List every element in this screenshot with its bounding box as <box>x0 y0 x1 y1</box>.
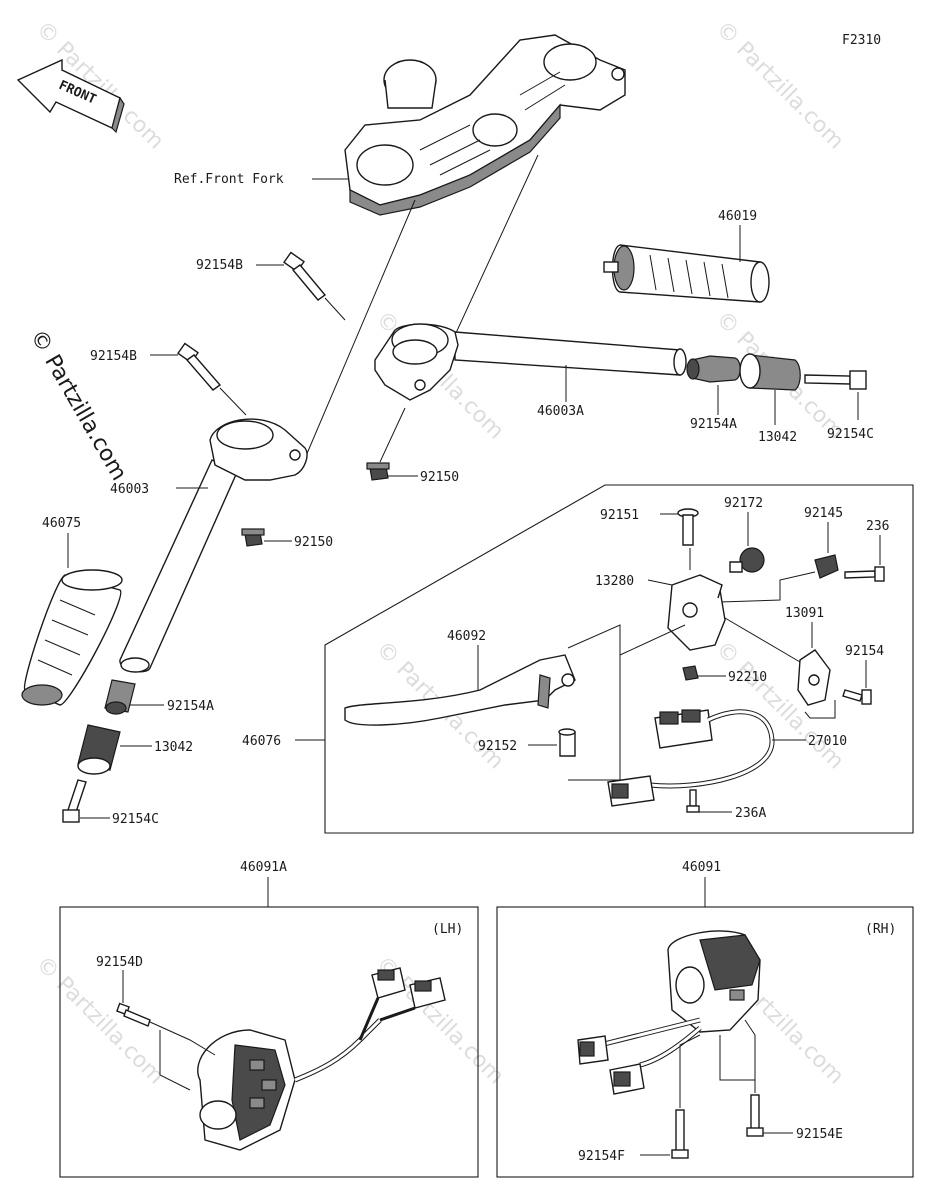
left-grip <box>21 569 123 706</box>
part-92154a-right: 92154A <box>690 417 737 432</box>
part-46092: 46092 <box>447 629 486 644</box>
part-13042-left: 13042 <box>154 740 193 755</box>
bolt-92154b-top <box>283 251 327 301</box>
part-92150-center: 92150 <box>420 470 459 485</box>
part-13280: 13280 <box>595 574 634 589</box>
figure-code: F2310 <box>842 33 881 48</box>
part-92152: 92152 <box>478 739 517 754</box>
bar-end-weight-inner-right <box>686 355 741 383</box>
part-92154: 92154 <box>845 644 884 659</box>
right-grip <box>603 244 770 303</box>
part-92145: 92145 <box>804 506 843 521</box>
part-46075: 46075 <box>42 516 81 531</box>
part-46003a: 46003A <box>537 404 584 419</box>
part-92154c-right: 92154C <box>827 427 874 442</box>
bar-end-weight-left <box>77 724 121 775</box>
part-13091: 13091 <box>785 606 824 621</box>
clutch-lever-46092 <box>344 654 576 726</box>
bolt-92154c-left <box>62 779 87 823</box>
part-46091: 46091 <box>682 860 721 875</box>
part-92154b-top: 92154B <box>196 258 243 273</box>
right-clip-on-bar <box>374 323 687 401</box>
screw-236 <box>844 566 885 582</box>
screw-92154d <box>116 1002 151 1027</box>
bolt-92154b-left <box>177 342 222 391</box>
bolt-92154 <box>842 689 872 705</box>
spring-92145 <box>814 554 839 579</box>
collar-92152 <box>558 728 576 757</box>
right-handlebar-switch <box>577 930 761 1095</box>
bar-end-weight-inner-left <box>104 679 136 715</box>
part-92154f: 92154F <box>578 1149 625 1164</box>
part-92154c-left: 92154C <box>112 812 159 827</box>
clutch-switch-27010 <box>607 709 775 807</box>
part-46076: 46076 <box>242 734 281 749</box>
clamp-13091 <box>797 649 831 706</box>
part-92154e: 92154E <box>796 1127 843 1142</box>
nut-92210 <box>682 665 699 681</box>
rh-label: (RH) <box>865 922 896 937</box>
part-92154b-left: 92154B <box>90 349 137 364</box>
watermark: © Partzilla.com <box>711 637 849 775</box>
left-handlebar-switch <box>197 967 446 1151</box>
part-27010: 27010 <box>808 734 847 749</box>
part-92151: 92151 <box>600 508 639 523</box>
lh-switch-box <box>59 906 479 1178</box>
part-92172: 92172 <box>724 496 763 511</box>
watermark: © Partzilla.com <box>711 17 849 155</box>
bar-end-weight-right <box>739 353 801 391</box>
adjuster-92172 <box>729 547 765 573</box>
part-236: 236 <box>866 519 889 534</box>
part-13042-right: 13042 <box>758 430 797 445</box>
part-92150-left: 92150 <box>294 535 333 550</box>
screw-236a <box>686 789 700 813</box>
lh-label: (LH) <box>432 922 463 937</box>
lever-assembly-box <box>324 484 914 834</box>
screw-92150-left <box>241 528 265 547</box>
part-92154d: 92154D <box>96 955 143 970</box>
part-46003: 46003 <box>110 482 149 497</box>
pivot-bolt-92151 <box>677 508 699 546</box>
part-46091a: 46091A <box>240 860 287 875</box>
ref-front-fork-label: Ref.Front Fork <box>174 172 284 187</box>
part-92154a-left: 92154A <box>167 699 214 714</box>
screw-92150-center <box>366 462 390 481</box>
screw-92154f <box>671 1109 689 1159</box>
front-arrow-icon: FRONT <box>16 58 125 134</box>
left-clip-on-bar <box>119 418 308 673</box>
part-92210: 92210 <box>728 670 767 685</box>
part-236a: 236A <box>735 806 766 821</box>
screw-92154e <box>746 1094 764 1137</box>
part-46019: 46019 <box>718 209 757 224</box>
triple-clamp <box>344 34 626 216</box>
bolt-92154c-right <box>804 370 867 390</box>
lever-bracket-13280 <box>667 574 726 651</box>
